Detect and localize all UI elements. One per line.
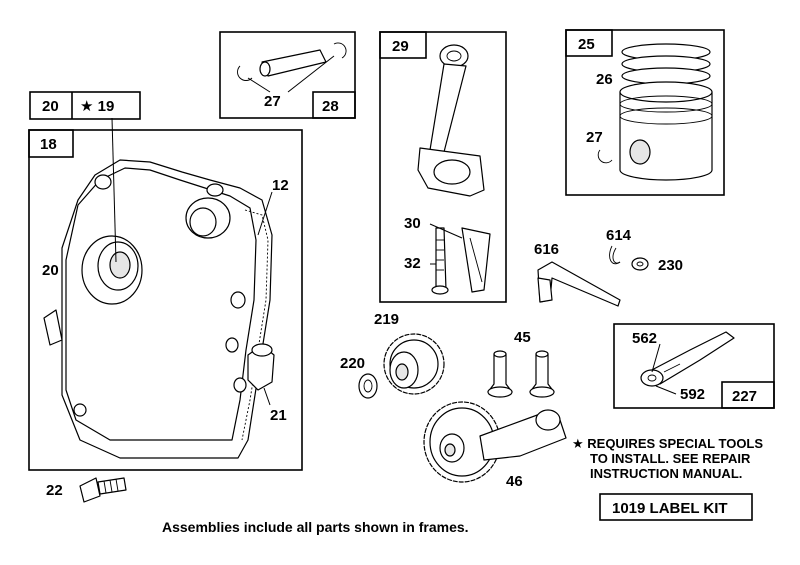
frame-29-label: 29 [392,38,409,55]
crankcase-cover [43,159,275,459]
note-line-3: INSTRUCTION MANUAL. [590,466,742,481]
label-kit-text: 1019 LABEL KIT [612,500,728,517]
frame-18-label: 18 [40,136,57,153]
note-line-2: TO INSTALL. SEE REPAIR [590,451,751,466]
part-20-label: 20 [42,262,59,279]
governor-gear [358,333,445,399]
part-30-label: 30 [404,215,421,232]
part-46-label: 46 [506,473,523,490]
frame-28-label: 28 [322,98,339,115]
frame-20-label: 20 [42,98,59,115]
part-616-label: 616 [534,241,559,258]
frame-19-label: ★ 19 [80,98,114,115]
camshaft [423,401,567,483]
part-26-label: 26 [596,71,613,88]
part-219-label: 219 [374,311,399,328]
part-614-label: 614 [606,227,632,244]
frame-25: 25 [565,29,725,196]
part-592-label: 592 [680,386,705,403]
frame-25-label: 25 [578,36,595,53]
governor-lever [640,331,735,395]
label-kit-box: 1019 LABEL KIT [599,493,753,521]
part-12-label: 12 [272,177,289,194]
part-22-label: 22 [46,482,63,499]
frame-28: 28 [219,31,356,119]
frame-18-leaders [111,117,273,406]
part-45-label: 45 [514,329,531,346]
part-220-label: 220 [340,355,365,372]
governor-parts [537,245,649,307]
special-tools-note: ★ REQUIRES SPECIAL TOOLS TO INSTALL. SEE… [572,436,763,481]
frame-29: 29 [379,31,507,303]
piston [597,43,713,181]
part-32-label: 32 [404,255,421,272]
part-21-label: 21 [270,407,287,424]
frame-227: 227 [613,323,775,409]
note-line-1: ★ REQUIRES SPECIAL TOOLS [572,436,763,451]
part-562-label: 562 [632,330,657,347]
part-230-label: 230 [658,257,683,274]
frame-227-label: 227 [732,388,757,405]
bolt-22 [79,477,127,503]
frame-18: 18 [28,129,303,471]
footer-note: Assemblies include all parts shown in fr… [162,519,469,535]
part-27b-label: 27 [586,129,603,146]
valve-tappets [487,350,555,398]
part-27a-label: 27 [264,93,281,110]
connecting-rod [417,44,491,295]
piston-pin [237,42,347,93]
frame-20-19: 20 ★ 19 [29,91,141,120]
